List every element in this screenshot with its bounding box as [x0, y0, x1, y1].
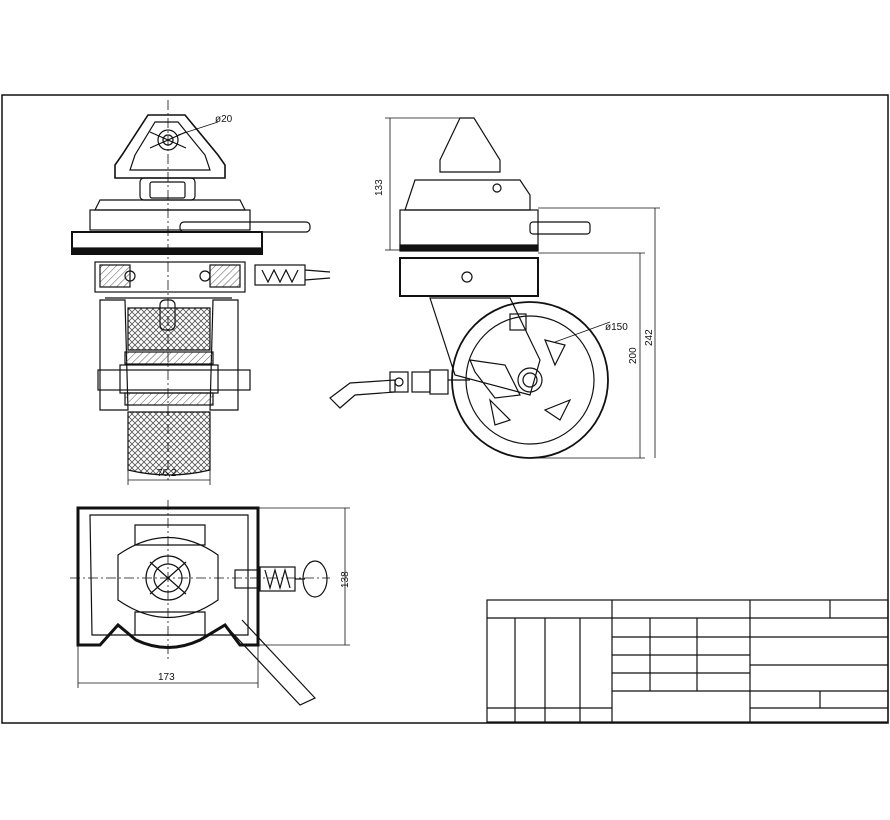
title-block [486, 599, 889, 723]
dim-pin-diameter: ø20 [215, 114, 233, 125]
dim-wheel-diameter: ø150 [605, 322, 628, 333]
wheel-width-dim-lines [127, 470, 211, 485]
sheet-border [1, 94, 889, 724]
dim-wheel-width: 76,2 [157, 468, 177, 479]
dim-overall-height: 242 [644, 329, 655, 346]
top-view [70, 500, 330, 706]
pin-leader [177, 121, 219, 136]
dim-wheel-height: 200 [628, 347, 639, 364]
dim-plate-length: 173 [158, 672, 175, 683]
top-dim-lines [77, 507, 350, 688]
dim-plate-width: 138 [340, 571, 351, 588]
side-view [329, 117, 609, 459]
dim-height-top: 133 [374, 179, 385, 196]
side-dim-lines [385, 117, 660, 459]
front-view [71, 100, 331, 480]
